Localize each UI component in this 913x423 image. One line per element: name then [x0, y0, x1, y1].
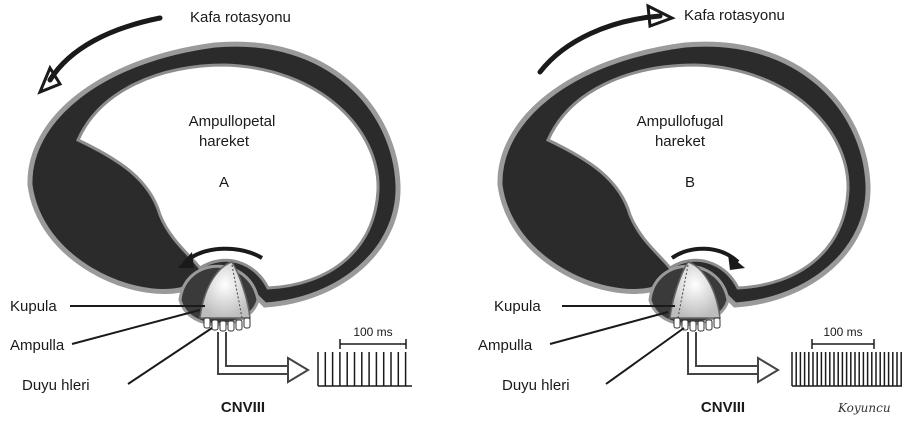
- hair-cells-label-b: Duyu hleri: [502, 377, 570, 394]
- nerve-a: [222, 332, 290, 370]
- panel-a: Kafa rotasyonu Kupula Ampulla: [10, 9, 412, 416]
- hair-cells-label-a: Duyu hleri: [22, 377, 90, 394]
- rotation-label-a: Kafa rotasyonu: [190, 9, 291, 26]
- panel-b: Kafa rotasyonu Kupula Ampulla Duyu hleri…: [478, 6, 902, 416]
- rotation-label-b: Kafa rotasyonu: [684, 7, 785, 24]
- nerve-b: [692, 332, 760, 370]
- spike-train-a: [318, 352, 412, 386]
- nerve-arrow-a: [288, 358, 308, 382]
- nerve-label-b: CNVIII: [701, 399, 745, 416]
- ampulla-label-a: Ampulla: [10, 337, 65, 354]
- leader-hair-a: [128, 328, 212, 384]
- leader-ampulla-b: [550, 312, 668, 344]
- cupula-label-b: Kupula: [494, 298, 541, 315]
- leader-ampulla-a: [72, 310, 200, 344]
- leader-hair-b: [606, 328, 684, 384]
- nerve-label-a: CNVIII: [221, 399, 265, 416]
- scale-bar-b: [812, 339, 874, 349]
- motion-label-a-2: hareket: [199, 133, 250, 150]
- panel-letter-b: B: [685, 174, 695, 191]
- motion-label-b-1: Ampullofugal: [637, 113, 724, 130]
- panel-letter-a: A: [219, 174, 229, 191]
- cupula-label-a: Kupula: [10, 298, 57, 315]
- scale-label-a: 100 ms: [353, 325, 392, 339]
- scale-label-b: 100 ms: [823, 325, 862, 339]
- scale-bar-a: [340, 339, 406, 349]
- ampulla-label-b: Ampulla: [478, 337, 533, 354]
- nerve-arrow-b: [758, 358, 778, 382]
- spike-train-b: [792, 352, 902, 386]
- motion-label-a-1: Ampullopetal: [189, 113, 276, 130]
- motion-label-b-2: hareket: [655, 133, 706, 150]
- signature: Koyuncu: [837, 401, 891, 415]
